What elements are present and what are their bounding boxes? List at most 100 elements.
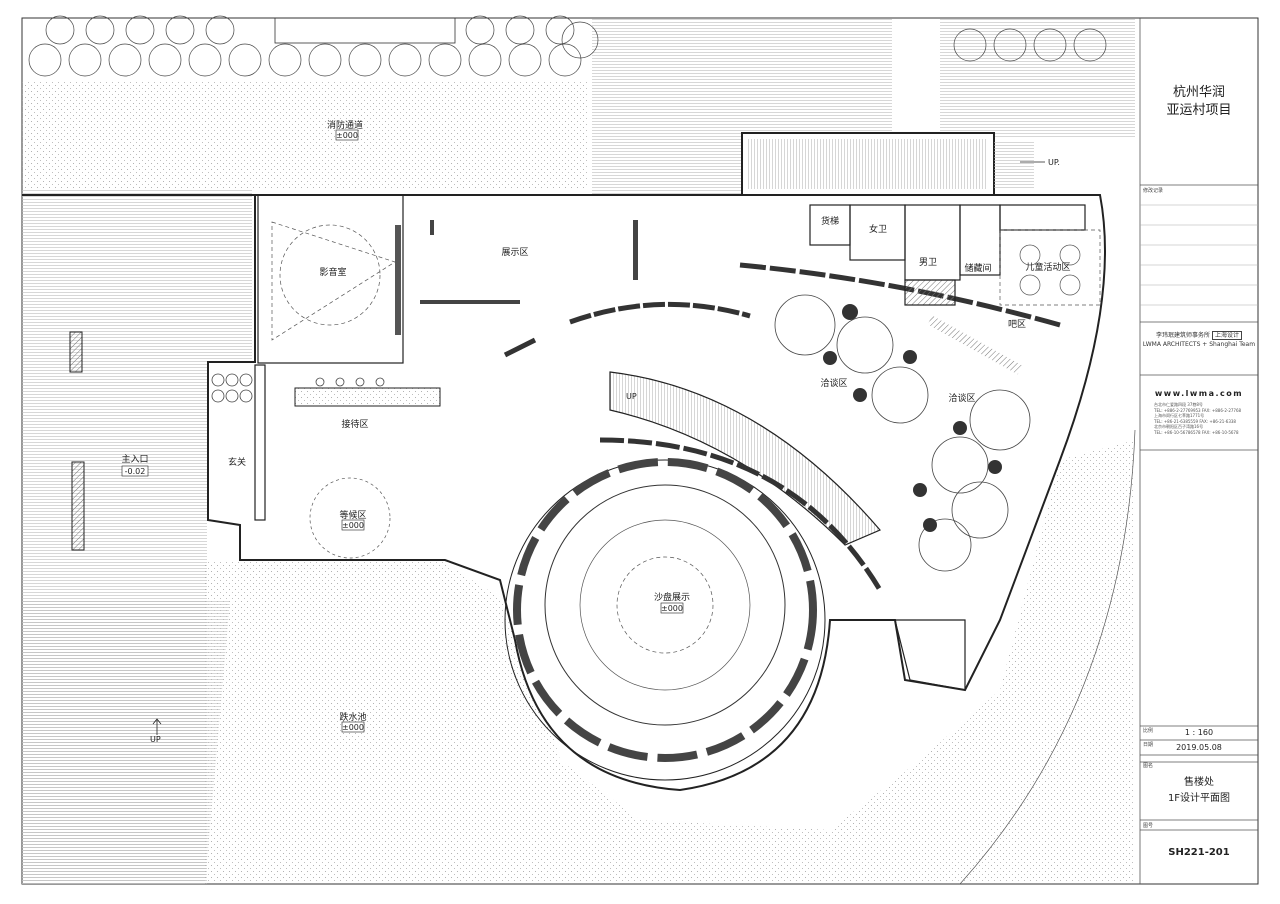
sandtable-circle [579, 519, 751, 691]
tree-icon [388, 43, 422, 77]
label-main-entry: 主入口 [121, 453, 148, 465]
deck-west-upper [22, 190, 252, 360]
entry-pillar-north [69, 331, 83, 373]
label-sandtable: 沙盘展示 [654, 591, 690, 603]
reception-counter [294, 387, 441, 407]
level-fire-lane: ±000 [336, 131, 358, 140]
north-stair-treads [748, 139, 988, 189]
revision-header: 修改记录 [1143, 188, 1164, 194]
label-up-north: UP. [1048, 158, 1060, 167]
project-name-line2: 亚运村项目 [1166, 103, 1232, 118]
title-block-grid [1139, 18, 1258, 884]
tree-icon [68, 43, 102, 77]
theater-screen [395, 225, 401, 335]
fire-lane-paving [22, 80, 587, 190]
reception-stools [315, 377, 385, 387]
deck-northeast [940, 18, 1135, 138]
display-bench [503, 337, 537, 358]
level-main-entry: -0.02 [125, 467, 146, 476]
label-bar: 吧区 [1008, 319, 1026, 330]
level-box [660, 602, 684, 614]
tree-icon [228, 43, 262, 77]
label-storage: 储藏间 [964, 262, 991, 274]
stair-rail-inner [599, 437, 883, 592]
date-label: 日期 [1143, 742, 1154, 748]
tree-icon [428, 43, 462, 77]
drawing-title-line1: 售楼处 [1184, 777, 1214, 788]
rotunda-inner [544, 484, 786, 726]
level-box [341, 721, 365, 733]
coat-racks [211, 373, 253, 403]
tree-icon [465, 15, 495, 45]
theater-walls [257, 194, 404, 364]
drawing-name-label: 图名 [1143, 763, 1154, 769]
bar-counter-curve [739, 262, 1061, 328]
tree-icon [28, 43, 62, 77]
rotunda-wall [513, 458, 817, 762]
title-block: 杭州华润 亚运村项目 修改记录 李玮珉建筑师事务所 上海设计 LWMA ARCH… [1140, 18, 1258, 884]
tree-icon [165, 15, 195, 45]
grand-stair [609, 371, 881, 546]
level-box [335, 129, 359, 141]
level-waiting: ±000 [342, 521, 364, 530]
entry-wall-south [71, 461, 85, 551]
date-value: 2019.05.08 [1176, 743, 1222, 752]
pool-edge [274, 17, 456, 44]
tree-row [28, 15, 1107, 77]
kids-area-bound [999, 229, 1101, 306]
tree-icon [548, 43, 582, 77]
site-arc [959, 429, 1136, 885]
tree-icon [913, 483, 927, 497]
label-negotiation-1: 洽谈区 [820, 377, 847, 389]
tree-icon [308, 43, 342, 77]
tree-icon [953, 421, 967, 435]
tree-icon [205, 15, 235, 45]
tree-icon [823, 351, 837, 365]
theater-circle [279, 224, 381, 326]
tree-icon [468, 43, 502, 77]
level-water: ±000 [342, 723, 364, 732]
label-up-south: UP [150, 735, 161, 744]
label-reception: 接待区 [341, 418, 368, 430]
tree-icon [561, 21, 599, 59]
tree-icon [853, 388, 867, 402]
waiting-lounge-circle [309, 477, 391, 559]
kids-tables [1019, 244, 1081, 296]
label-exhibition: 展示区 [501, 247, 528, 258]
label-kids: 儿童活动区 [1025, 261, 1070, 273]
level-box [121, 465, 149, 477]
label-negotiation-2: 洽谈区 [948, 392, 975, 404]
scale-label: 比例 [1143, 728, 1154, 734]
building-outline [207, 194, 1106, 792]
firm-name-en: LWMA ARCHITECTS + Shanghai Team [1142, 341, 1256, 348]
tree-icon [348, 43, 382, 77]
south-bay [894, 619, 966, 691]
bar-counter [927, 315, 1023, 375]
exhibit-post [430, 220, 434, 235]
wc-core [809, 204, 1086, 306]
tree-icon [903, 350, 917, 364]
exhibit-wall [420, 300, 520, 304]
label-up-stair: UP [626, 392, 637, 401]
label-female-wc: 女卫 [869, 223, 887, 235]
deck-southwest [22, 600, 230, 884]
label-waiting: 等候区 [339, 509, 366, 521]
north-arrow-icon [152, 718, 162, 735]
projection-cone [271, 221, 396, 341]
tree-icon [148, 43, 182, 77]
label-theater: 影音室 [319, 266, 346, 278]
north-steps [994, 140, 1034, 190]
exhibit-panel [633, 220, 638, 280]
tree-icon [85, 15, 115, 45]
label-foyer: 玄关 [228, 456, 246, 468]
firm-addresses: 台北市仁爱路四段 37巷8号 TEL: +886-2-27769953 FAX:… [1154, 402, 1242, 435]
drawing-number: SH221-201 [1168, 847, 1230, 858]
tree-icon [988, 460, 1002, 474]
tree-icon [953, 28, 987, 62]
site-paving-south [205, 440, 1135, 884]
firm-website: www.lwma.com [1154, 389, 1244, 398]
label-water: 跌水池 [339, 711, 366, 723]
tree-icon [842, 304, 858, 320]
level-sandtable: ±000 [661, 604, 683, 613]
